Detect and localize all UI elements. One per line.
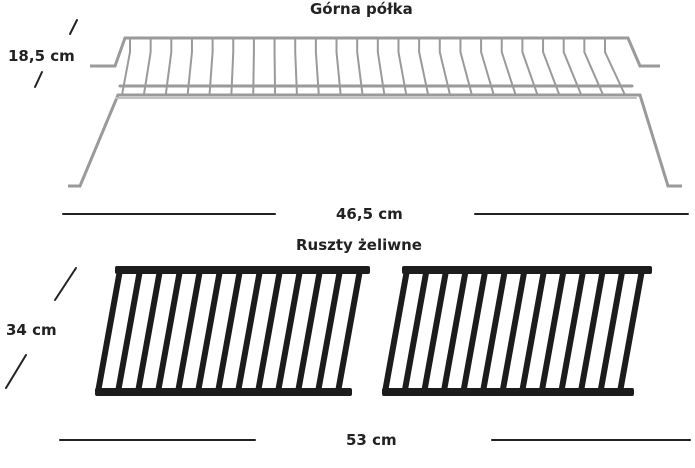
shelf-wire: [294, 38, 298, 96]
grate-bar: [275, 267, 303, 395]
shelf-wire: [273, 38, 277, 96]
dimension-tick: [5, 354, 27, 389]
shelf-wire: [164, 38, 173, 96]
shelf-wire: [562, 38, 583, 96]
grate-bottom-bar: [382, 388, 634, 396]
top-shelf-width-label: 46,5 cm: [336, 205, 403, 223]
shelf-wire: [542, 38, 561, 96]
shelf-wire: [500, 38, 517, 96]
top-shelf-title: Górna półka: [310, 0, 413, 18]
shelf-wire: [438, 38, 452, 96]
grate-bar: [597, 267, 626, 395]
shelf-top-frame: [90, 36, 660, 68]
shelf-wire: [397, 38, 408, 96]
grate-bar: [617, 267, 645, 395]
grate-bar: [235, 267, 263, 395]
grate-bar: [460, 267, 489, 395]
grate-bar: [215, 267, 243, 395]
grate-bar: [295, 267, 323, 395]
grate-bar: [577, 267, 606, 395]
grate-bar: [421, 267, 450, 395]
shelf-wire: [208, 38, 214, 96]
grates-width-label: 53 cm: [346, 431, 397, 449]
shelf-wire: [121, 38, 131, 96]
shelf-wire: [335, 38, 342, 96]
grate-bar: [95, 267, 123, 395]
shelf-wire: [459, 38, 473, 96]
dimension-tick: [69, 19, 78, 35]
shelf-wire: [583, 38, 605, 96]
grate-bar: [135, 267, 163, 395]
grate-bar: [195, 267, 223, 395]
shelf-wire: [480, 38, 495, 96]
shelf-wire: [142, 38, 152, 96]
grate-bar: [538, 267, 567, 395]
grate-bar: [519, 267, 548, 395]
dimension-tick: [34, 71, 43, 88]
grate-bottom-bar: [95, 388, 352, 396]
shelf-wire: [604, 38, 626, 96]
grate-bar: [382, 267, 410, 395]
grate-bar: [558, 267, 587, 395]
grate-bar: [155, 267, 183, 395]
grate-bar: [175, 267, 203, 395]
shelf-leg-frame: [68, 93, 682, 188]
shelf-wire: [376, 38, 386, 96]
grate-bar: [335, 267, 363, 395]
grate-bar: [315, 267, 343, 395]
shelf-wire: [521, 38, 539, 96]
grates-depth-label: 34 cm: [6, 321, 57, 339]
shelf-wire: [356, 38, 364, 96]
grate-bar: [401, 267, 430, 395]
shelf-wire: [314, 38, 320, 96]
grate-bar: [440, 267, 469, 395]
dimension-tick: [54, 267, 77, 301]
grates-title: Ruszty żeliwne: [296, 236, 422, 254]
shelf-wire: [230, 38, 235, 96]
grate-bar: [255, 267, 283, 395]
shelf-wire: [252, 38, 255, 96]
shelf-wire: [186, 38, 193, 96]
shelf-wire: [418, 38, 430, 96]
grate-bar: [115, 267, 143, 395]
grate-bar: [479, 267, 508, 395]
top-shelf-height-label: 18,5 cm: [8, 47, 75, 65]
grate-bar: [499, 267, 528, 395]
